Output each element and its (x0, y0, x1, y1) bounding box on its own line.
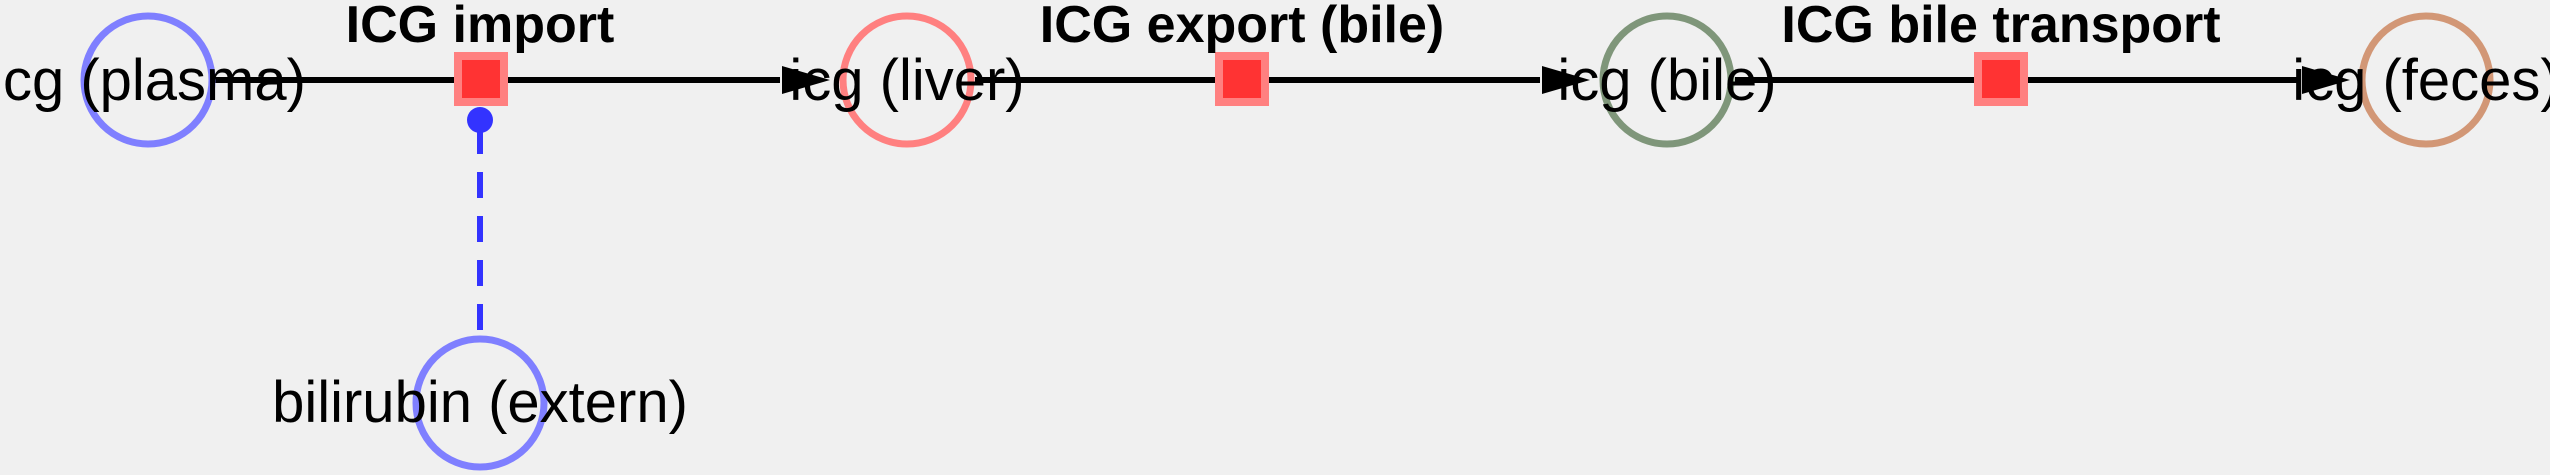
reaction-node-icg-bile-transport[interactable] (1974, 52, 2028, 106)
species-label-bilirubin-extern: bilirubin (extern) (272, 370, 688, 435)
arrowhead-to-feces (2302, 66, 2350, 94)
species-node-icg-bile[interactable] (1599, 12, 1735, 148)
arrowhead-to-bile (1542, 66, 1590, 94)
species-node-icg-feces[interactable] (2358, 12, 2494, 148)
species-label-icg-bile: icg (bile) (1557, 48, 1776, 113)
species-node-icg-liver[interactable] (839, 12, 975, 148)
arrowhead-to-liver (782, 66, 830, 94)
reaction-label-icg-import: ICG import (346, 0, 615, 54)
reaction-label-icg-bile-transport: ICG bile transport (1781, 0, 2220, 54)
species-node-icg-plasma[interactable] (80, 12, 216, 148)
species-label-icg-feces: icg (feces) (2292, 48, 2550, 113)
species-node-bilirubin-extern[interactable] (412, 335, 548, 471)
reaction-node-icg-export[interactable] (1215, 52, 1269, 106)
species-label-icg-liver: icg (liver) (789, 48, 1024, 113)
reaction-label-icg-export: ICG export (bile) (1040, 0, 1444, 54)
reaction-node-icg-import[interactable] (454, 52, 508, 106)
modifier-dot (467, 107, 493, 133)
species-label-icg-plasma: icg (plasma) (0, 48, 306, 113)
